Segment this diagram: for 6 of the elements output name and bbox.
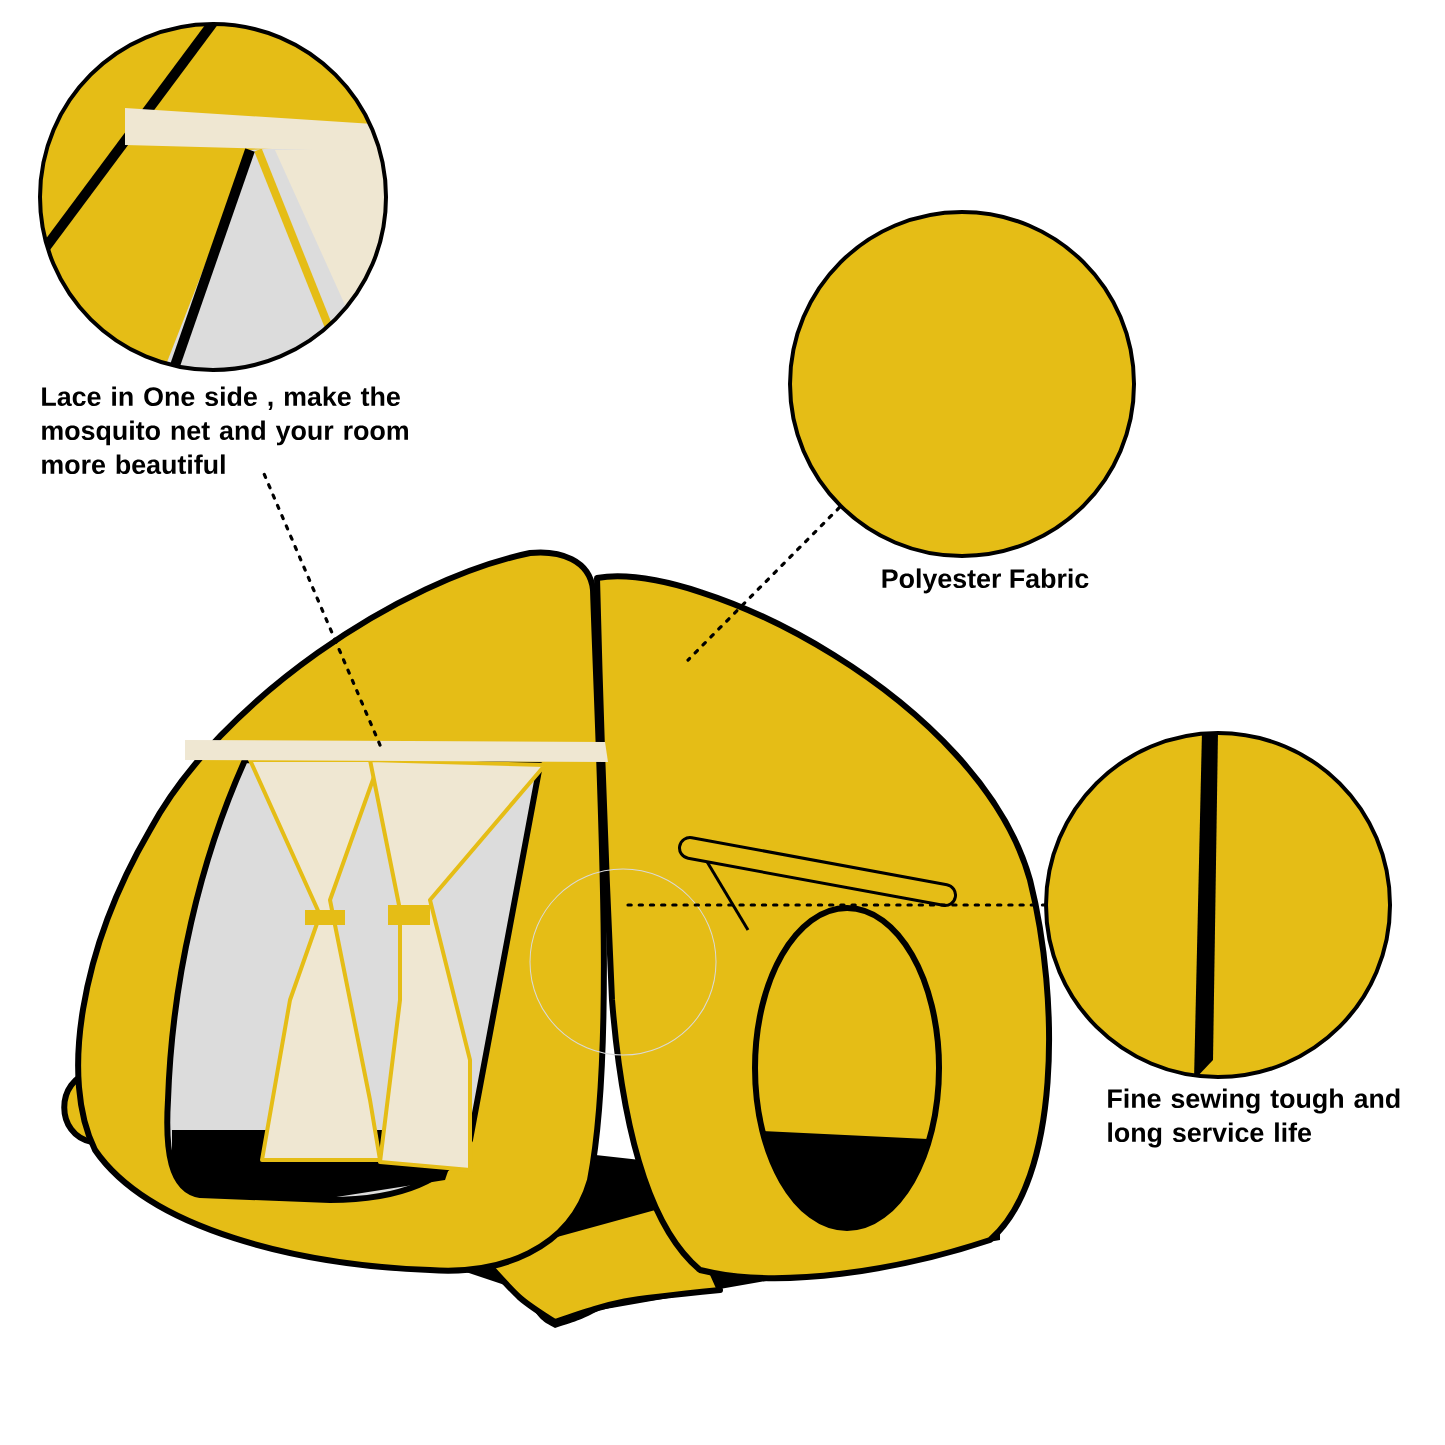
leader-line	[262, 472, 382, 747]
lace-detail-circle	[38, 22, 388, 372]
callout-text: Lace in One side , make the mosquito net and your room more beautiful	[42, 386, 408, 475]
leader-line	[686, 505, 842, 662]
node-label: Fine sewing tough and long service life	[1108, 1088, 1400, 1148]
node-label: Polyester Fabric	[882, 568, 1089, 594]
